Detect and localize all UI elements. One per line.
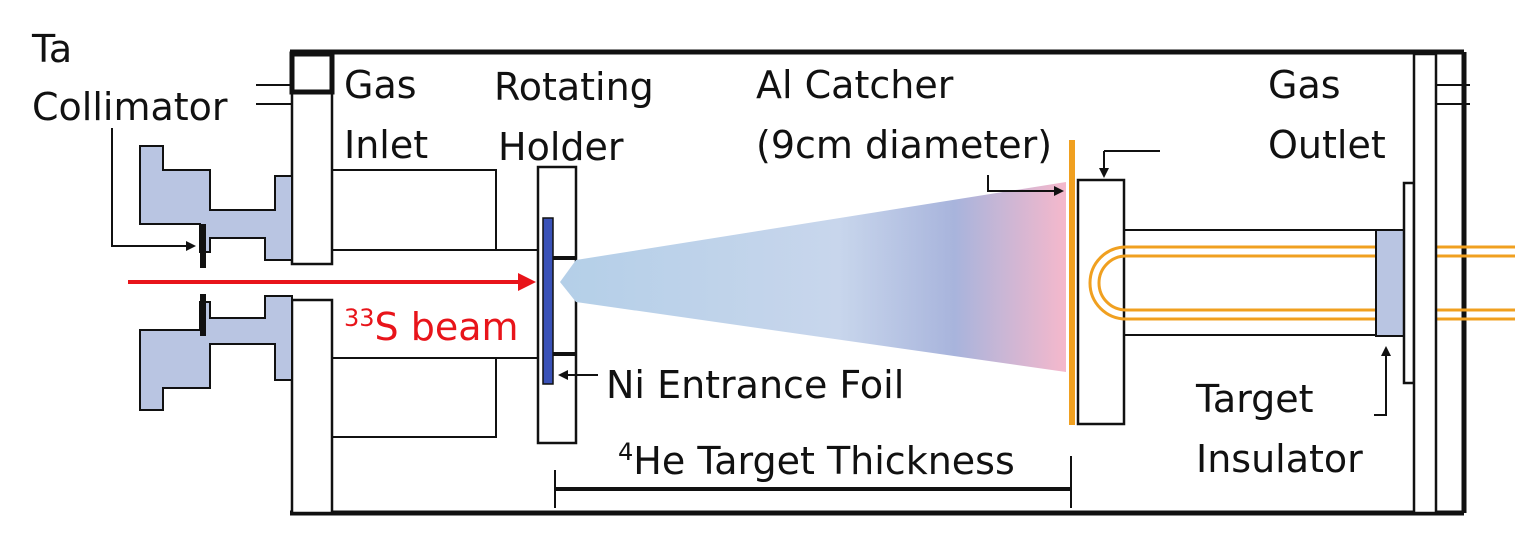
ni-foil-pointer bbox=[558, 370, 598, 380]
label-ta: Ta bbox=[31, 27, 72, 71]
rotating-holder bbox=[536, 165, 578, 445]
label-target-insulator-line2: Insulator bbox=[1196, 437, 1363, 481]
target-insulator bbox=[1375, 229, 1405, 337]
label-beam-text: S beam bbox=[375, 305, 519, 349]
left-flange bbox=[289, 51, 335, 515]
support-rod bbox=[1124, 229, 1378, 336]
label-target-insulator-line1: Target bbox=[1195, 377, 1314, 421]
chamber-outline bbox=[290, 49, 1467, 516]
label-gas-inlet-line1: Gas bbox=[344, 63, 417, 107]
label-beam-mass: 33 bbox=[344, 304, 375, 332]
label-gas-outlet-line1: Gas bbox=[1268, 63, 1341, 107]
label-rotating-holder-line2: Holder bbox=[498, 125, 624, 169]
right-flange bbox=[1402, 52, 1470, 515]
label-gas-outlet-line2: Outlet bbox=[1268, 123, 1386, 167]
label-thickness-mass: 4 bbox=[618, 438, 633, 466]
label-beam: 33S beam bbox=[344, 304, 519, 349]
label-gas-inlet-line2: Inlet bbox=[344, 123, 428, 167]
label-ni-entrance-foil: Ni Entrance Foil bbox=[606, 363, 904, 407]
label-thickness-text: He Target Thickness bbox=[633, 439, 1014, 483]
thickness-bar bbox=[554, 456, 1072, 508]
label-rotating-holder-line1: Rotating bbox=[494, 65, 654, 109]
label-target-thickness: 4He Target Thickness bbox=[618, 438, 1015, 483]
inner-housing bbox=[332, 169, 540, 438]
collimator-pointer bbox=[111, 128, 196, 251]
catcher-support bbox=[1076, 150, 1160, 426]
label-collimator: Collimator bbox=[32, 85, 228, 129]
label-al-catcher-line1: Al Catcher bbox=[756, 63, 954, 107]
ta-collimator bbox=[139, 145, 293, 411]
insulator-pointer bbox=[1374, 346, 1391, 416]
recoil-cone bbox=[560, 182, 1066, 372]
gas-inlet-pipe bbox=[256, 84, 292, 105]
beam-arrow bbox=[128, 273, 536, 291]
catcher-pointer bbox=[987, 175, 1064, 196]
label-al-catcher-line2: (9cm diameter) bbox=[756, 123, 1052, 167]
cooling-loop bbox=[1088, 245, 1515, 321]
